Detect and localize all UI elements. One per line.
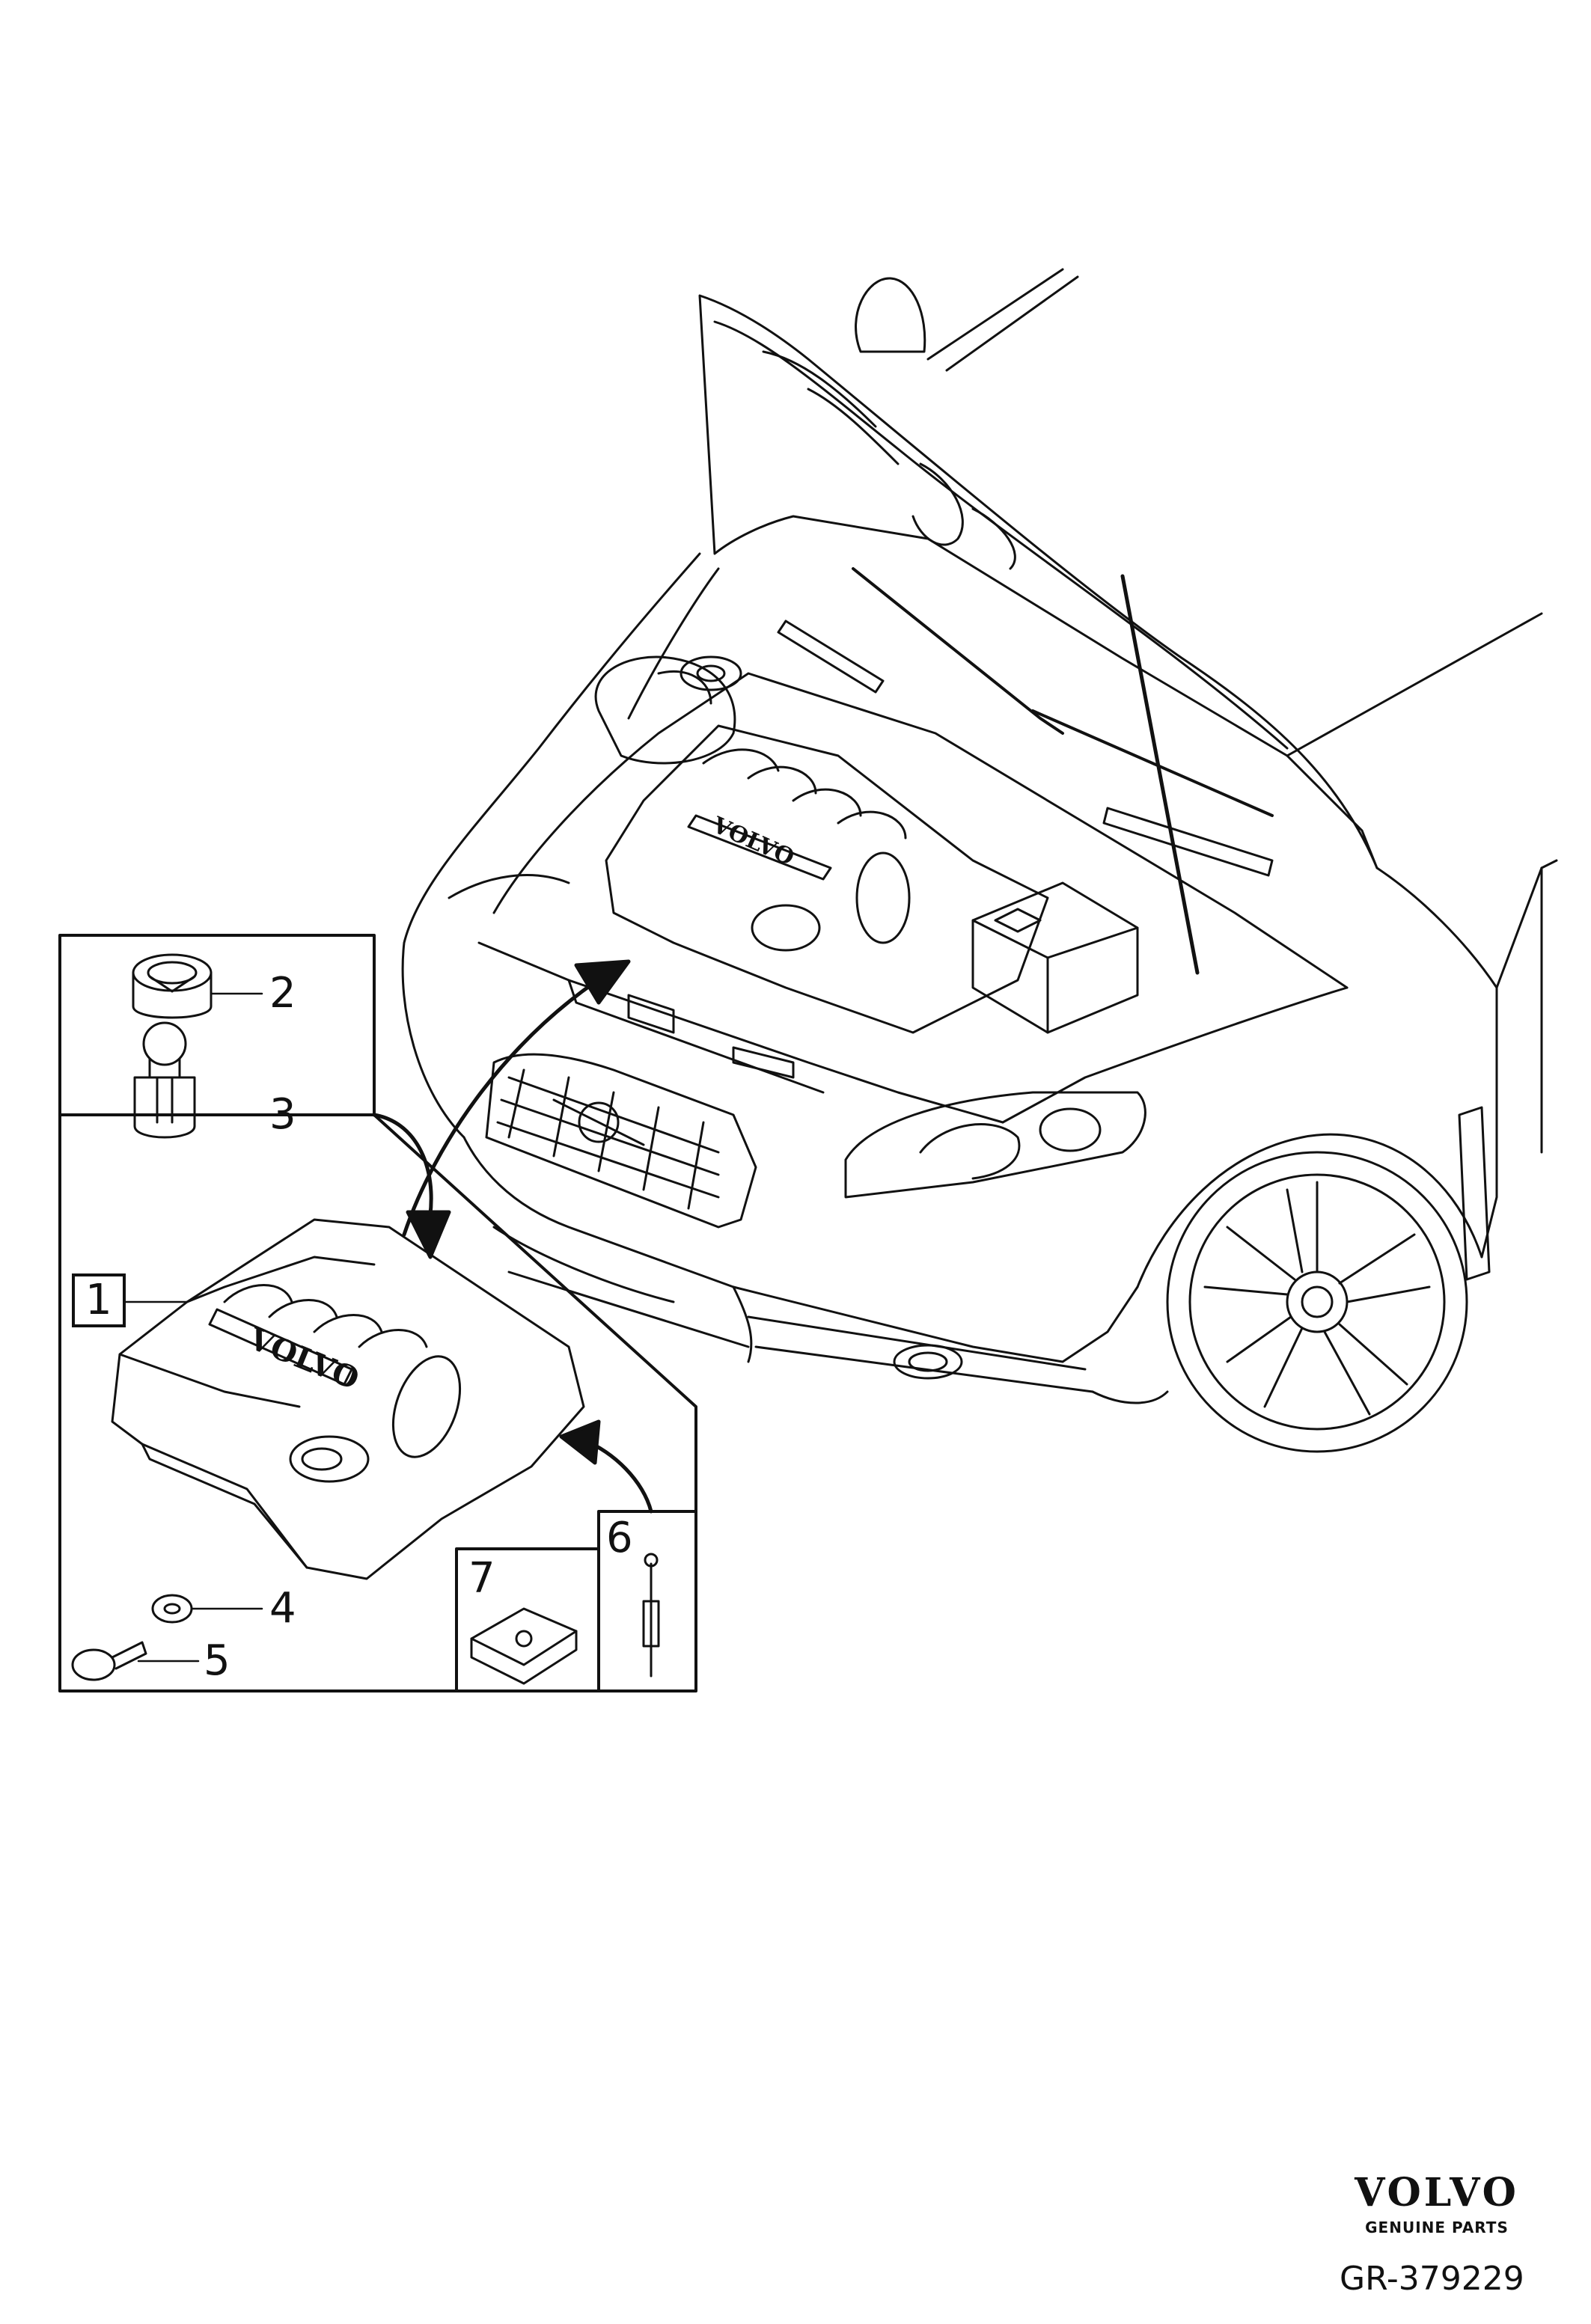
- frame-part-7: [455, 1547, 600, 1692]
- part-7-clip: [470, 1607, 578, 1685]
- callout-5: 5: [204, 1636, 230, 1685]
- callout-2: 2: [269, 969, 296, 1018]
- brand-block: VOLVO GENUINE PARTS: [1340, 2170, 1534, 2236]
- part-3-ball-stud: [133, 1021, 196, 1139]
- car-illustration: [401, 268, 1558, 1453]
- arrow-to-engine-bay: [402, 963, 623, 1237]
- arrows: [372, 959, 653, 1514]
- diagram-reference: GR-379229: [1340, 2260, 1524, 2298]
- frame-parts-2-3: [58, 934, 376, 1116]
- part-4-washer: [151, 1594, 193, 1624]
- part-6-pin: [642, 1553, 660, 1678]
- engine-cover-installed: [605, 724, 1049, 1034]
- part-5-bolt: [71, 1641, 147, 1681]
- front-wheel: [1166, 1151, 1468, 1453]
- part-1-engine-cover: [111, 1218, 585, 1580]
- parts-panel: [58, 934, 697, 1692]
- leader-lines: [118, 992, 263, 1663]
- callout-3: 3: [269, 1090, 296, 1139]
- part-2-grommet: [132, 953, 213, 1019]
- engine-cover-logo: VOLVO: [243, 1321, 364, 1397]
- engine-cover-logo-installed: VOLVO: [708, 812, 798, 871]
- headlight: [844, 1091, 1146, 1199]
- callout-1: 1: [72, 1273, 126, 1327]
- callout-4: 4: [269, 1584, 296, 1633]
- callout-7: 7: [468, 1554, 495, 1603]
- hood: [698, 294, 1378, 869]
- callout-6: 6: [606, 1514, 633, 1562]
- brand-subtitle: GENUINE PARTS: [1365, 2218, 1509, 2236]
- brand-logo: VOLVO: [1355, 2170, 1519, 2216]
